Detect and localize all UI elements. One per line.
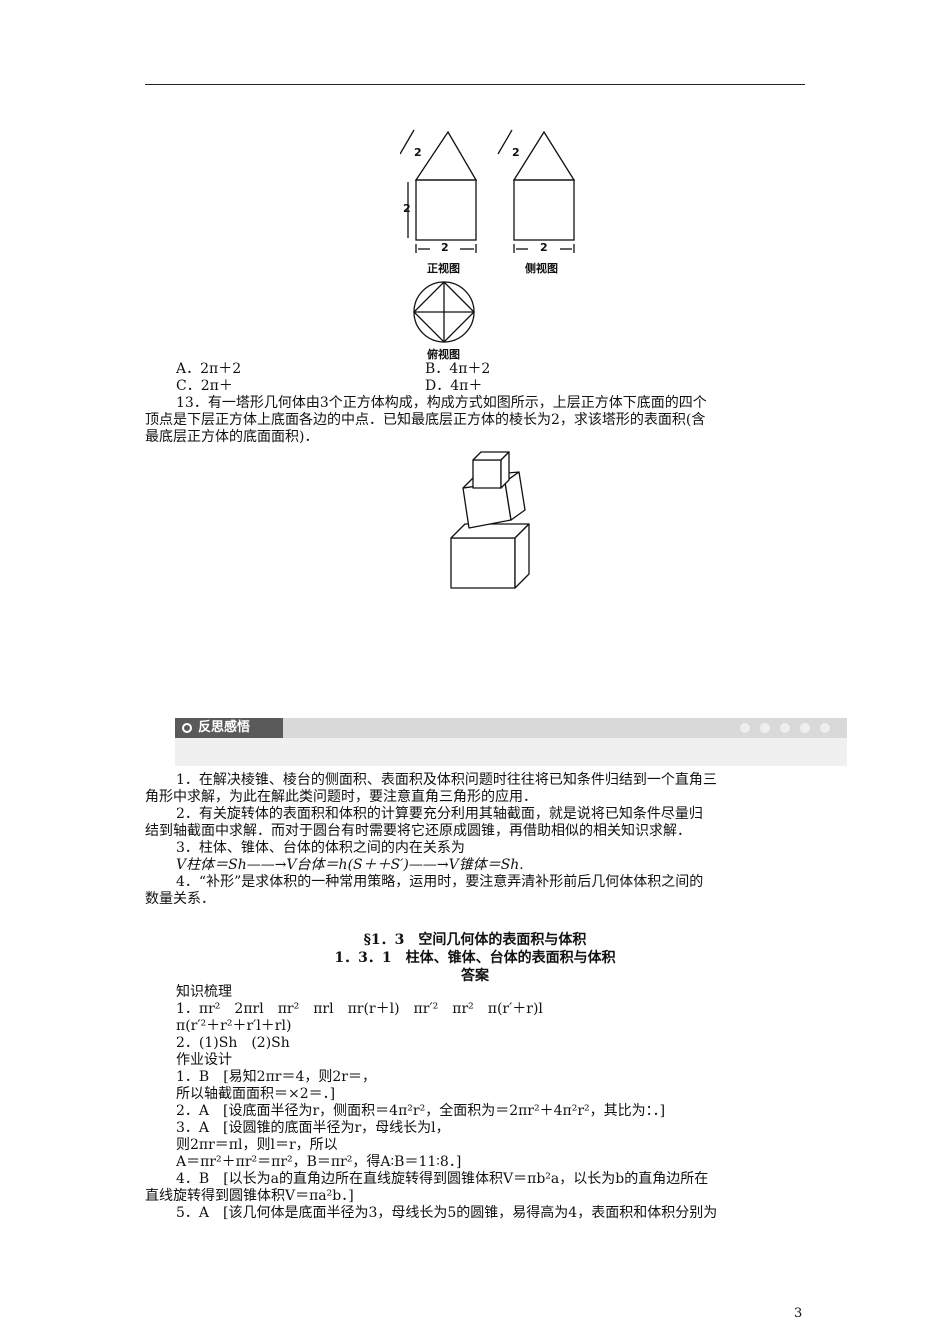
- knowledge-1: 1．πr² 2πrl πr² πrl πr(r＋l) πr′² πr² π(r′…: [176, 1001, 543, 1017]
- answer-1: 1．B [易知2πr＝4，则2r＝，: [176, 1069, 376, 1085]
- three-view-drawing: [400, 129, 576, 343]
- dim-slant-right: 2: [512, 146, 520, 159]
- reflection-p2-line1: 2．有关旋转体的表面积和体积的计算要充分利用其轴截面，就是说将已知条件尽量归: [176, 806, 703, 822]
- option-d: D．4π＋: [425, 378, 483, 394]
- design-label: 作业设计: [176, 1052, 232, 1068]
- page-number: 3: [794, 1306, 803, 1321]
- tower-figure: [445, 448, 545, 596]
- answer-4: 4．B [以长为a的直角边所在直线旋转得到圆锥体积V＝πb²a，以长为b的直角边…: [176, 1171, 709, 1187]
- reflection-p2-line2: 结到轴截面中求解．而对于圆台有时需要将它还原成圆锥，再借助相似的相关知识求解．: [145, 823, 691, 839]
- reflection-p4-line1: 4．“补形”是求体积的一种常用策略，运用时，要注意弄清补形前后几何体体积之间的: [176, 874, 704, 890]
- dim-slant-left: 2: [414, 146, 422, 159]
- banner-tag: 反思感悟: [175, 718, 283, 738]
- banner-dot: [820, 723, 830, 733]
- reflection-p3: 3．柱体、锥体、台体的体积之间的内在关系为: [176, 840, 465, 856]
- q13-line3: 最底层正方体的底面面积)．: [145, 429, 319, 445]
- knowledge-1b: π(r′²＋r²＋r′l＋rl): [176, 1018, 292, 1034]
- banner-top-bar: [175, 718, 847, 738]
- reflection-banner: 反思感悟: [175, 718, 847, 766]
- banner-dot: [740, 723, 750, 733]
- knowledge-label: 知识梳理: [176, 984, 232, 1000]
- answer-4b: 直线旋转得到圆锥体积V＝πa²b．]: [145, 1188, 354, 1204]
- q13-line1: 13．有一塔形几何体由3个正方体构成，构成方式如图所示，上层正方体下底面的四个: [176, 395, 707, 411]
- reflection-p1-line1: 1．在解决棱锥、棱台的侧面积、表面积及体积问题时往往将已知条件归结到一个直角三: [176, 772, 717, 788]
- top-view-label: 俯视图: [427, 348, 460, 361]
- answer-2: 2．A [设底面半径为r，侧面积＝4π²r²，全面积为＝2πr²＋4π²r²，其…: [176, 1103, 666, 1119]
- answer-3c: A＝πr²＋πr²＝πr²，B＝πr²，得A∶B＝11∶8．]: [176, 1154, 462, 1170]
- front-view-label: 正视图: [427, 262, 460, 275]
- banner-dot: [800, 723, 810, 733]
- three-view-figure: 2 2 2 2 2 正视图 侧视图 俯视图: [400, 120, 590, 361]
- dim-width-right: 2: [540, 241, 548, 254]
- reflection-p1-line2: 角形中求解，为此在解此类问题时，要注意直角三角形的应用．: [145, 789, 537, 805]
- header-rule: [145, 84, 805, 85]
- answer-3b: 则2πr＝πl，则l＝r，所以: [176, 1137, 338, 1153]
- option-a: A．2π＋2: [176, 361, 242, 377]
- tower-drawing: [450, 451, 530, 589]
- banner-dot: [780, 723, 790, 733]
- answers-heading1: §1．3 空间几何体的表面积与体积: [363, 932, 587, 948]
- answer-3: 3．A [设圆锥的底面半径为r，母线长为l，: [176, 1120, 450, 1136]
- answer-5: 5．A [该几何体是底面半径为3，母线长为5的圆锥，易得高为4，表面积和体积分别…: [176, 1205, 718, 1221]
- volume-formula: V柱体＝Sh——→V台体＝h(S＋＋S′)——→V锥体＝Sh.: [176, 857, 524, 873]
- side-view-label: 侧视图: [525, 262, 558, 275]
- reflection-p4-line2: 数量关系．: [145, 891, 215, 907]
- target-icon: [182, 723, 192, 733]
- banner-title: 反思感悟: [198, 720, 251, 735]
- dim-width-left: 2: [441, 241, 449, 254]
- answers-heading2: 1．3．1 柱体、锥体、台体的表面积与体积: [334, 950, 616, 966]
- banner-dot: [760, 723, 770, 733]
- dim-height-left: 2: [403, 202, 411, 215]
- answer-1b: 所以轴截面面积＝×2＝．]: [176, 1086, 336, 1102]
- banner-bottom-bar: [175, 738, 847, 766]
- option-b: B．4π＋2: [425, 361, 491, 377]
- knowledge-2: 2．(1)Sh (2)Sh: [176, 1035, 290, 1051]
- answers-heading3: 答案: [461, 968, 489, 984]
- option-c: C．2π＋: [176, 378, 233, 394]
- q13-line2: 顶点是下层正方体上底面各边的中点．已知最底层正方体的棱长为2，求该塔形的表面积(…: [145, 412, 706, 428]
